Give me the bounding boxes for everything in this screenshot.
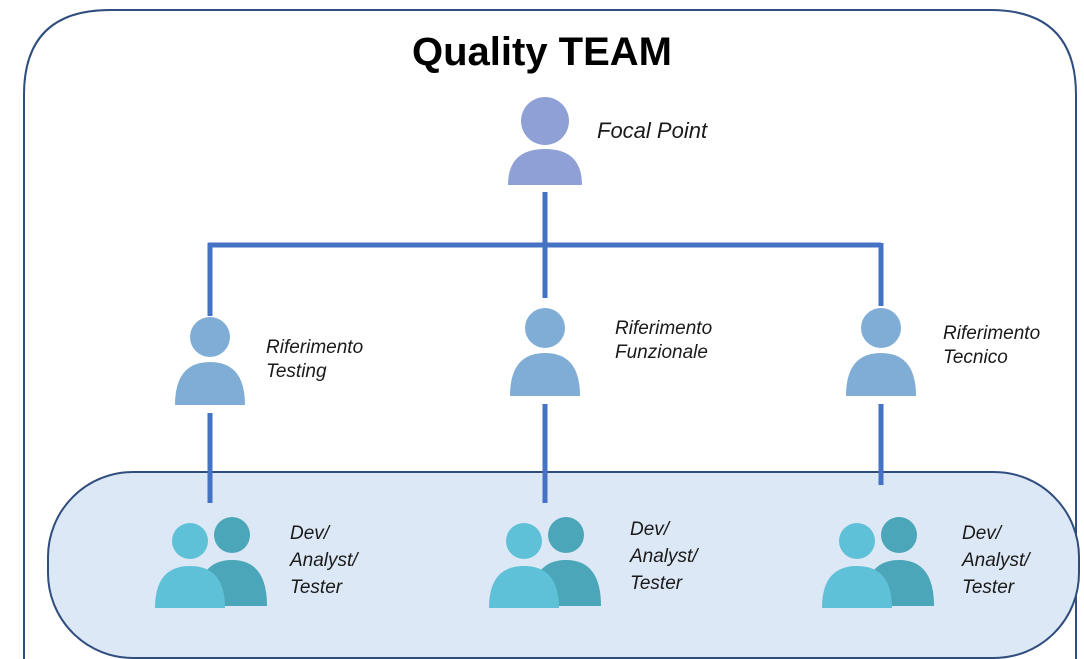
outer-frame bbox=[23, 9, 1077, 659]
person-icon bbox=[846, 308, 916, 396]
focal-point-label: Focal Point bbox=[597, 118, 708, 143]
team-label-right: Dev/ Analyst/ Tester bbox=[962, 523, 1030, 598]
people-group-icon bbox=[155, 517, 267, 608]
people-group-icon bbox=[822, 517, 934, 608]
lead-label-funzionale: Riferimento Funzionale bbox=[615, 318, 713, 363]
team-label-center: Dev/ Analyst/ Tester bbox=[630, 519, 698, 594]
person-icon bbox=[510, 308, 580, 396]
lead-label-testing: Riferimento Testing bbox=[266, 337, 364, 382]
team-label-left: Dev/ Analyst/ Tester bbox=[290, 523, 358, 598]
connectors bbox=[207, 192, 884, 503]
people-group-icon bbox=[489, 517, 601, 608]
lead-label-tecnico: Riferimento Tecnico bbox=[943, 323, 1041, 368]
person-icon bbox=[508, 97, 582, 185]
person-icon bbox=[175, 317, 245, 405]
diagram-title: Quality TEAM bbox=[411, 30, 673, 74]
